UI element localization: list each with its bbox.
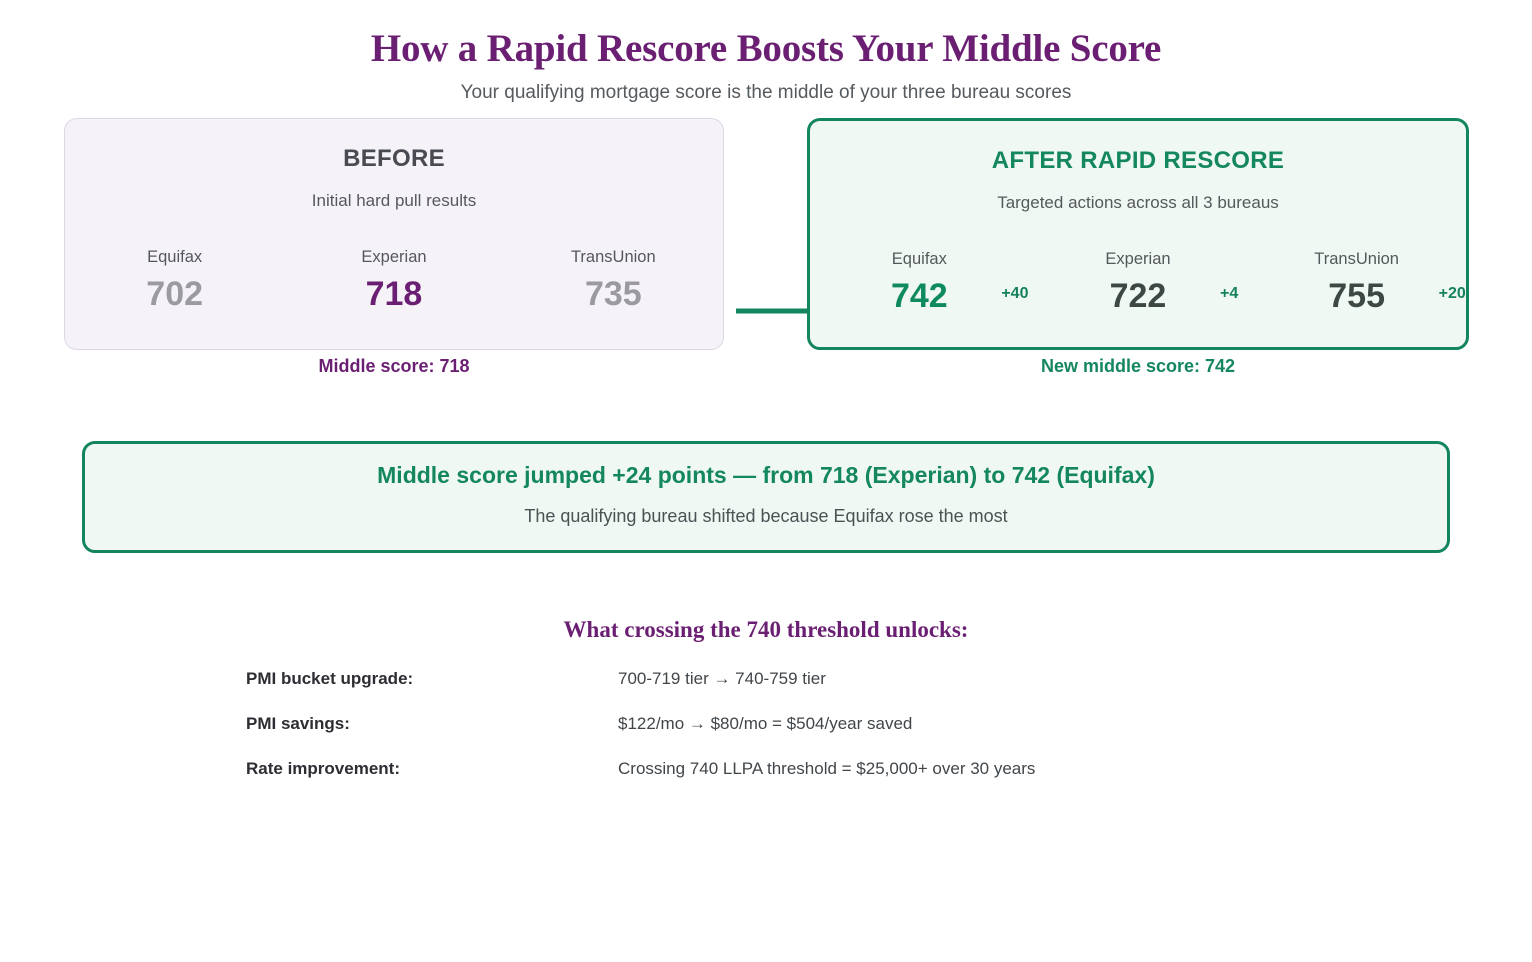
bureau-delta-badge: +20 <box>1438 285 1466 302</box>
callout-subtitle: The qualifying bureau shifted because Eq… <box>524 506 1008 526</box>
bureau-experian-after: Experian 722 +4 <box>1078 249 1238 319</box>
benefits-heading: What crossing the 740 threshold unlocks: <box>563 617 969 642</box>
benefit-row-rate-improvement: Rate improvement: Crossing 740 LLPA thre… <box>246 759 1346 787</box>
bureau-score: 755 <box>1328 277 1385 315</box>
bureau-name: Equifax <box>891 250 947 268</box>
bureau-transunion-after: TransUnion 755 +20 <box>1297 249 1465 319</box>
page-subtitle: Your qualifying mortgage score is the mi… <box>460 82 1072 103</box>
bureau-transunion-before: TransUnion 735 <box>553 247 673 317</box>
before-card-subheading: Initial hard pull results <box>311 191 477 210</box>
bureau-score: 718 <box>365 275 423 313</box>
benefit-row-pmi-savings: PMI savings: $122/mo → $80/mo = $504/yea… <box>246 714 1346 742</box>
after-middle-score-label: New middle score: 742 <box>1040 356 1236 376</box>
bureau-name: TransUnion <box>570 248 656 266</box>
after-bureau-row: Equifax 742 +40 Experian 722 +4 TransUni… <box>810 249 1466 319</box>
bureau-score: 742 <box>890 277 948 315</box>
bureau-equifax-after: Equifax 742 +40 <box>859 249 1029 319</box>
bureau-name: Experian <box>1105 250 1171 268</box>
before-middle-score-label: Middle score: 718 <box>318 356 470 376</box>
bureau-name: Experian <box>361 248 427 266</box>
benefit-value: 700-719 tier → 740-759 tier <box>618 669 826 688</box>
page-title: How a Rapid Rescore Boosts Your Middle S… <box>370 27 1162 70</box>
callout-title: Middle score jumped +24 points — from 71… <box>377 462 1155 488</box>
bureau-name: Equifax <box>147 248 203 266</box>
before-bureau-row: Equifax 702 Experian 718 TransUnion 735 <box>65 247 723 317</box>
bureau-score: 722 <box>1109 277 1167 315</box>
bureau-score: 735 <box>584 275 642 313</box>
benefit-value: Crossing 740 LLPA threshold = $25,000+ o… <box>618 759 1036 778</box>
benefit-row-pmi-bucket: PMI bucket upgrade: 700-719 tier → 740-7… <box>246 669 1346 697</box>
bureau-delta-badge: +40 <box>1001 285 1029 302</box>
after-card-heading: AFTER RAPID RESCORE <box>991 147 1285 174</box>
bureau-name: TransUnion <box>1314 250 1399 268</box>
bureau-experian-before: Experian 718 <box>334 247 454 317</box>
benefit-label: PMI savings: <box>246 714 350 733</box>
before-card-heading: BEFORE <box>343 145 445 172</box>
benefit-value: $122/mo → $80/mo = $504/year saved <box>618 714 913 733</box>
benefit-label: PMI bucket upgrade: <box>246 669 414 688</box>
before-score-card: BEFORE Initial hard pull results Equifax… <box>64 118 724 350</box>
bureau-equifax-before: Equifax 702 <box>115 247 235 317</box>
after-score-card: AFTER RAPID RESCORE Targeted actions acr… <box>807 118 1469 350</box>
summary-callout: Middle score jumped +24 points — from 71… <box>82 441 1450 553</box>
after-card-subheading: Targeted actions across all 3 bureaus <box>997 193 1279 212</box>
bureau-score: 702 <box>146 275 204 313</box>
benefit-label: Rate improvement: <box>246 759 400 778</box>
bureau-delta-badge: +4 <box>1219 285 1239 302</box>
